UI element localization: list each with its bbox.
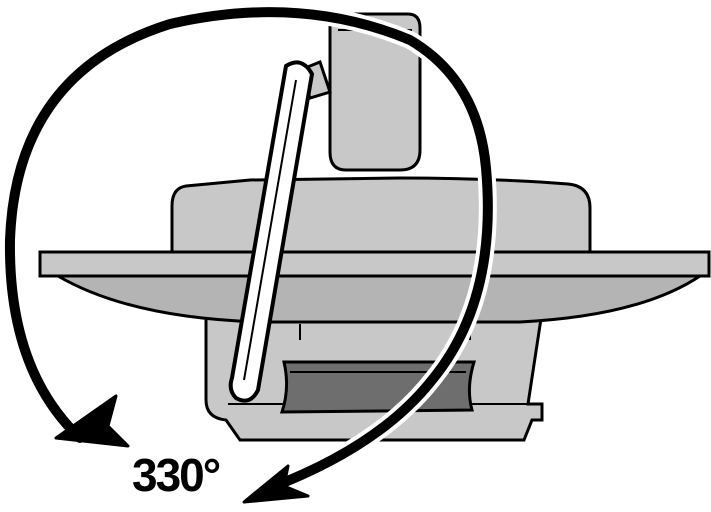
deck-dish xyxy=(52,274,705,324)
rotation-arrows xyxy=(0,3,497,497)
antenna-line xyxy=(243,79,297,381)
arrowhead-left xyxy=(54,394,130,448)
mid-body xyxy=(170,176,592,258)
rotation-arc xyxy=(4,7,493,493)
rotation-angle-label: 330° xyxy=(132,449,221,501)
antenna xyxy=(228,60,332,403)
arrowhead-bottom xyxy=(242,464,310,504)
deck-plate xyxy=(38,250,711,324)
deck-top xyxy=(38,250,711,278)
antenna-rod xyxy=(228,60,315,403)
